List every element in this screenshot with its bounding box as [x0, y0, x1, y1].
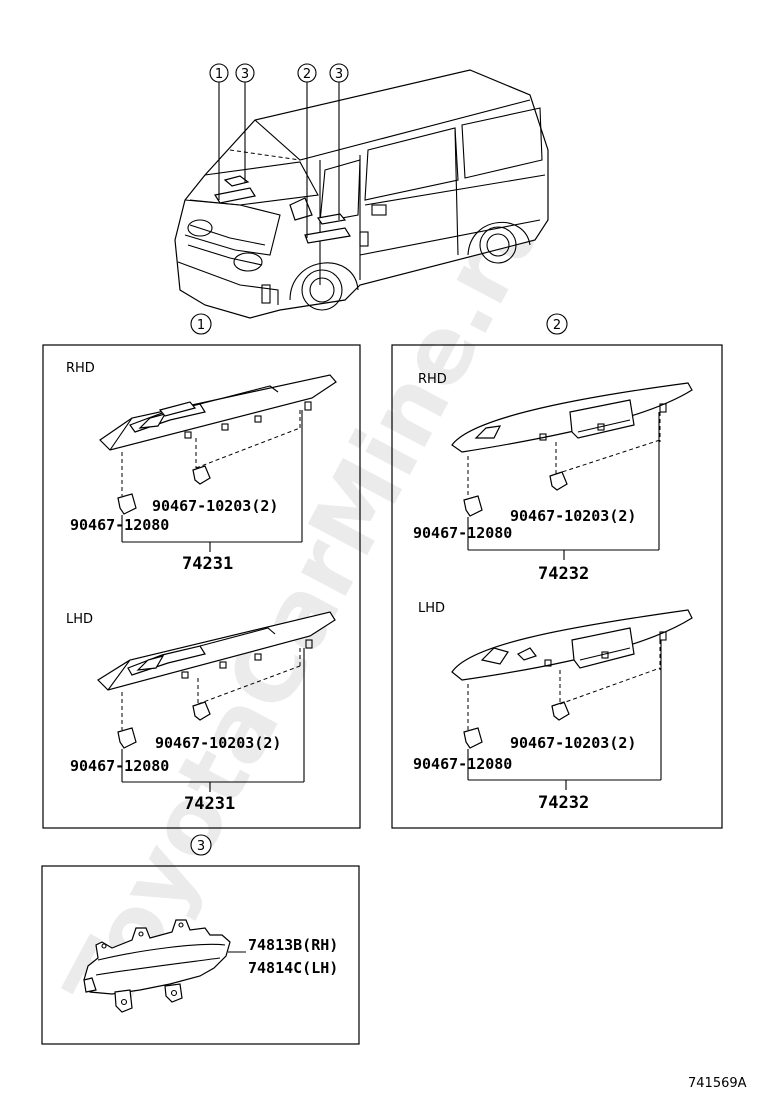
panel-2-rhd-part-number: 74232 — [538, 564, 589, 584]
panel-1-lhd: LHD 90467-10203(2) 90467-12080 74231 — [66, 611, 336, 814]
panel-2-lhd-clip-small: 90467-10203(2) — [510, 734, 636, 752]
panel-3-part-number-rh: 74813B(RH) — [248, 936, 338, 954]
panel-1-lhd-tag: LHD — [66, 612, 93, 627]
callout-3-top-left: 3 — [235, 63, 255, 83]
panel-1-lhd-clip-large: 90467-12080 — [70, 757, 169, 775]
van-illustration — [174, 69, 549, 319]
panel-1-lhd-clip-small: 90467-10203(2) — [155, 734, 281, 752]
callout-1-top: 1 — [209, 63, 229, 83]
svg-text:3: 3 — [197, 839, 205, 854]
callout-2-panel: 2 — [546, 313, 568, 335]
panel-1-frame — [42, 344, 361, 829]
callout-1-panel: 1 — [190, 313, 212, 335]
panel-1-rhd-tag: RHD — [66, 361, 95, 376]
panel-3-frame — [41, 865, 360, 1045]
panel-1-rhd: RHD 90467-10203(2) 90467-12080 74231 — [66, 361, 337, 574]
panel-1-rhd-clip-large: 90467-12080 — [70, 516, 169, 534]
panel-2-lhd-clip-large: 90467-12080 — [413, 755, 512, 773]
figure-code: 741569A — [688, 1076, 747, 1091]
panel-2-rhd-clip-large: 90467-12080 — [413, 524, 512, 542]
svg-text:3: 3 — [241, 67, 249, 82]
panel-1-lhd-part-number: 74231 — [184, 794, 235, 814]
callout-3-top-right: 3 — [329, 63, 349, 83]
svg-text:2: 2 — [553, 318, 561, 333]
svg-text:1: 1 — [197, 318, 205, 333]
callout-2-top: 2 — [297, 63, 317, 83]
panel-3-handle — [83, 919, 246, 1013]
panel-2-rhd: RHD 90467-10203(2) 90467-12080 74232 — [413, 372, 693, 584]
panel-3-part-number-lh: 74814C(LH) — [248, 959, 338, 977]
panel-2-lhd-part-number: 74232 — [538, 793, 589, 813]
svg-text:2: 2 — [303, 67, 311, 82]
panel-2-lhd-tag: LHD — [418, 601, 445, 616]
panel-2-rhd-tag: RHD — [418, 372, 447, 387]
callout-3-panel: 3 — [190, 834, 212, 856]
panel-2-lhd: LHD 90467-10203(2) 90467-12080 74232 — [413, 601, 693, 813]
svg-text:1: 1 — [215, 67, 223, 82]
svg-text:3: 3 — [335, 67, 343, 82]
panel-2-frame — [391, 344, 723, 829]
panel-2-rhd-clip-small: 90467-10203(2) — [510, 507, 636, 525]
panel-1-rhd-part-number: 74231 — [182, 554, 233, 574]
panel-1-rhd-clip-small: 90467-10203(2) — [152, 497, 278, 515]
